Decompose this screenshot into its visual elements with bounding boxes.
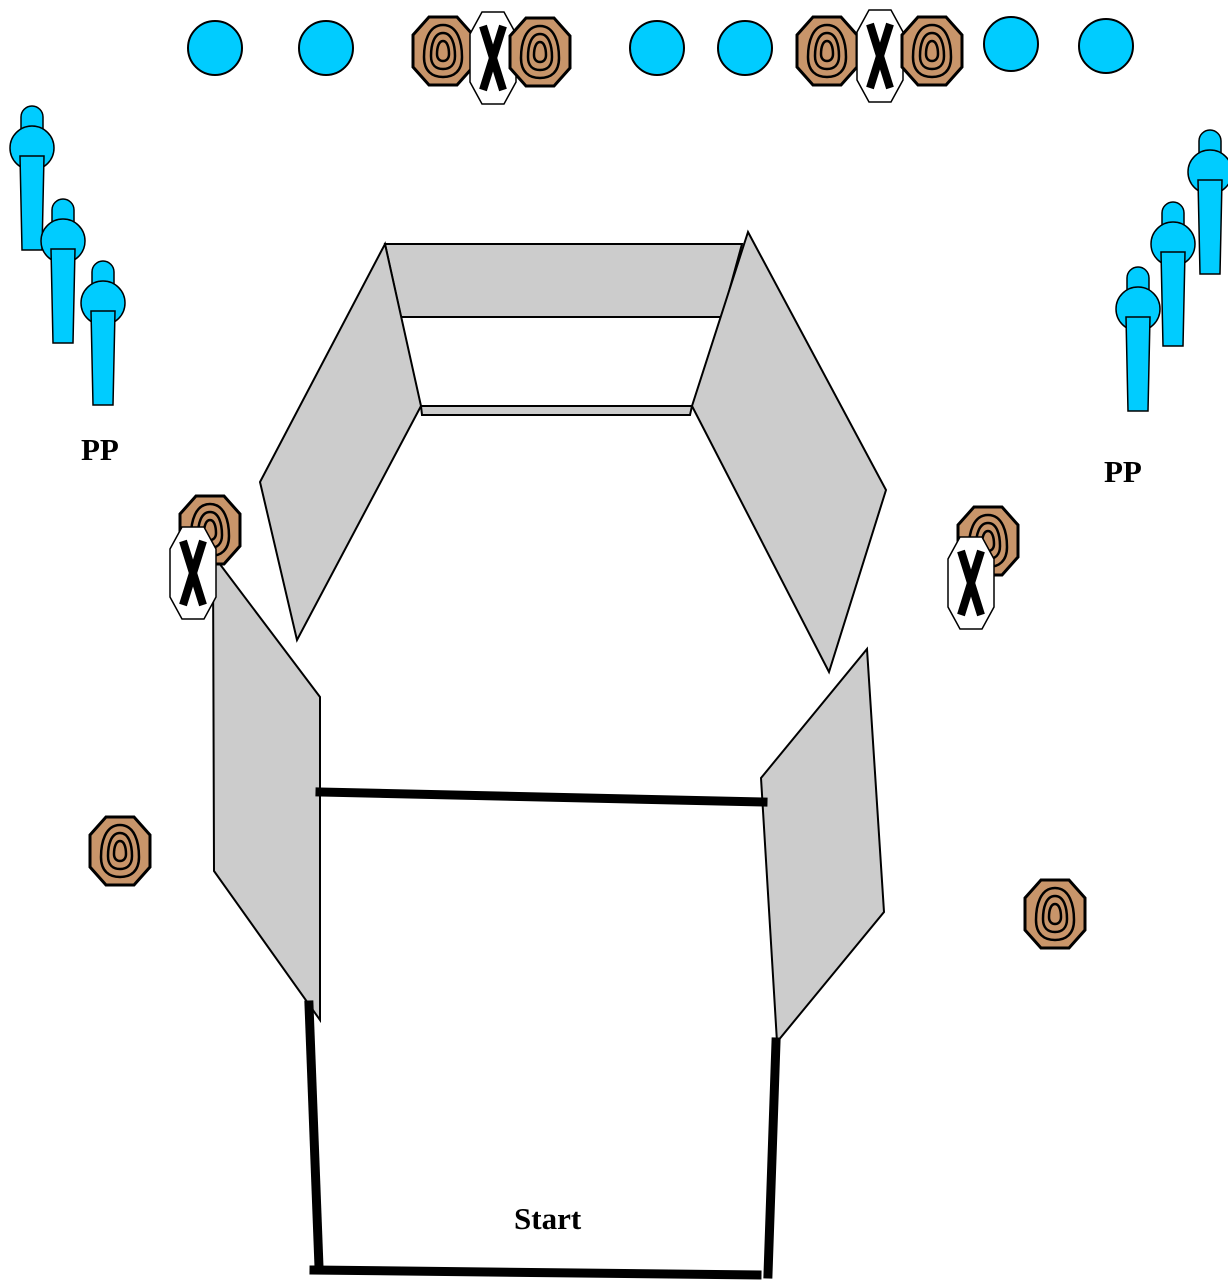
steel-plate-icon <box>298 20 354 76</box>
steel-plate-icon <box>629 20 685 76</box>
paper-target-icon <box>1023 878 1087 950</box>
fault-line-bottom <box>309 1265 762 1280</box>
no-shoot-icon <box>857 10 903 102</box>
no-shoot-icon <box>948 537 994 629</box>
top-row <box>187 10 1134 104</box>
fault-line-left <box>304 1000 324 1272</box>
fault-lines <box>304 787 781 1280</box>
paper-target-icon <box>508 16 572 88</box>
popper-icon <box>40 198 86 344</box>
steel-plate-icon <box>717 20 773 76</box>
pp-label-right: PP <box>1104 454 1142 489</box>
no-shoot-icon <box>170 527 216 619</box>
popper-icon <box>1115 266 1161 412</box>
paper-target-icon <box>411 15 475 87</box>
walls <box>211 229 888 1045</box>
fault-line-right <box>763 1037 781 1279</box>
paper-target-icon <box>88 815 152 887</box>
wall-lower-right <box>759 646 886 1045</box>
steel-plate-icon <box>187 20 243 76</box>
pp-label-left: PP <box>81 432 119 467</box>
popper-icon <box>80 260 126 406</box>
wall-upper-left <box>258 241 423 643</box>
wall-back <box>383 243 744 318</box>
paper-target-icon <box>900 15 964 87</box>
poppers-right <box>1115 129 1228 412</box>
wall-back-base <box>419 405 694 416</box>
wall-upper-right <box>690 229 888 675</box>
steel-plate-icon <box>983 16 1039 72</box>
paper-target-icon <box>795 15 859 87</box>
steel-plate-icon <box>1078 18 1134 74</box>
poppers-left <box>9 105 126 406</box>
start-label: Start <box>514 1201 582 1236</box>
fault-line-middle <box>315 787 768 807</box>
wall-lower-left <box>211 551 321 1024</box>
popper-icon <box>1150 201 1196 347</box>
